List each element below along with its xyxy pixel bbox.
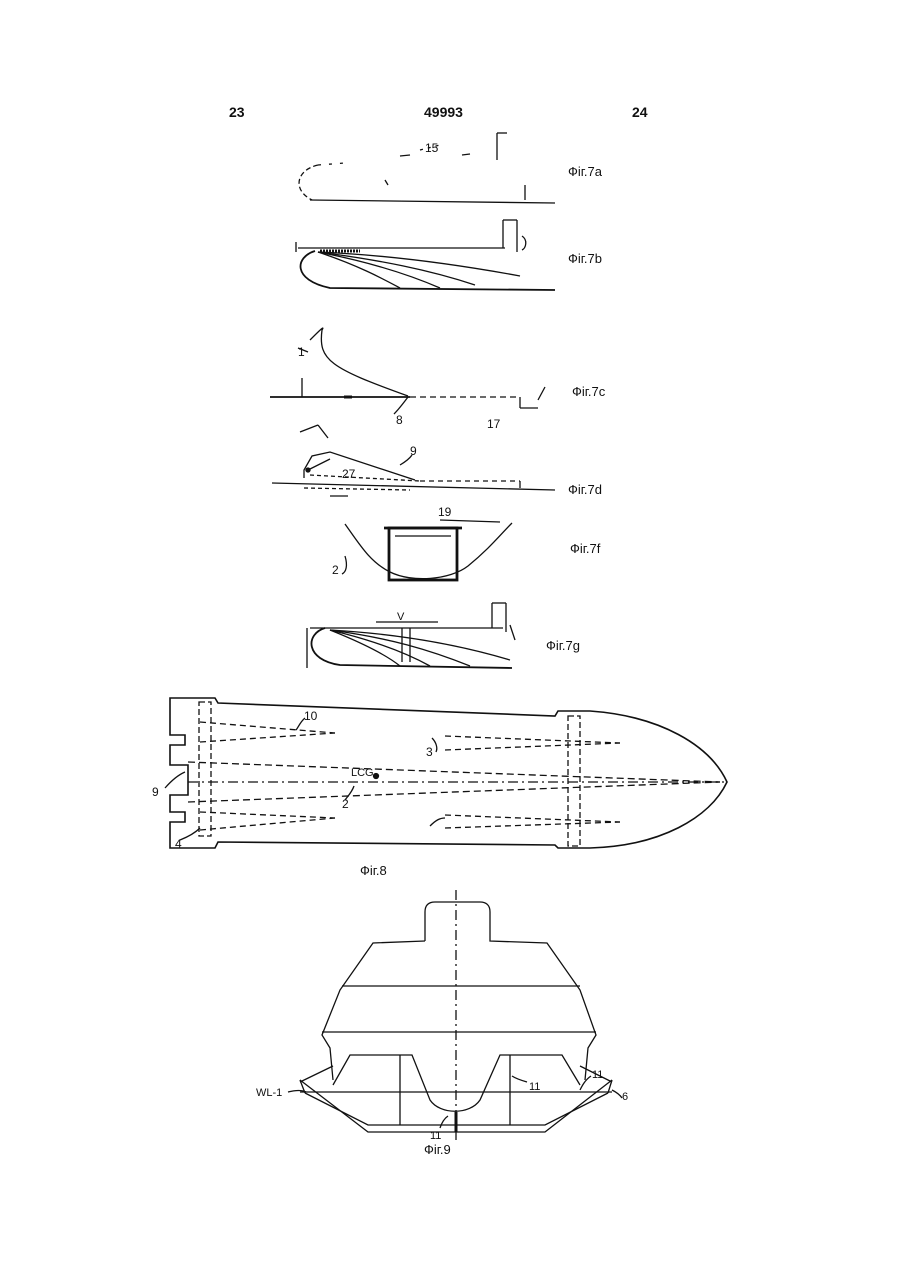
fig9-label-wl1: WL-1	[256, 1087, 282, 1099]
fig9-label-11-right: 11	[529, 1081, 540, 1093]
fig7c-label-1: 1	[298, 345, 305, 359]
fig7b-drawing	[296, 220, 555, 290]
fig9-drawing: WL-1 11 11 11 6	[256, 890, 628, 1142]
fig8-label-3: 3	[426, 745, 433, 759]
fig7g-drawing: V	[307, 603, 515, 668]
fig8-label-4: 4	[175, 837, 182, 851]
fig9-label-11-outer: 11	[592, 1069, 603, 1081]
fig7d-label-27: 27	[342, 467, 356, 481]
fig7f-label-19: 19	[438, 505, 452, 519]
fig7a-drawing: 15	[299, 133, 555, 203]
fig7a-label-15: 15	[425, 141, 439, 155]
fig8-label-10: 10	[304, 709, 318, 723]
fig7d-label-9: 9	[410, 444, 417, 458]
fig8-label-lcg: LCG	[351, 767, 374, 779]
fig8-label-9: 9	[152, 785, 159, 799]
fig7g-label-v: V	[397, 611, 405, 623]
fig7c-drawing: 1 8 17	[270, 328, 545, 431]
fig9-label-6: 6	[622, 1091, 628, 1103]
fig7f-label-2: 2	[332, 563, 339, 577]
fig8-label-2: 2	[342, 797, 349, 811]
fig8-drawing: 10 3 9 LCG 2 4	[152, 698, 728, 851]
fig7c-label-17: 17	[487, 417, 501, 431]
fig7f-drawing: 19 2	[332, 505, 512, 580]
fig7c-label-8: 8	[396, 413, 403, 427]
fig7d-drawing: 9 27	[272, 425, 555, 496]
fig9-label-11-center: 11	[430, 1130, 441, 1142]
